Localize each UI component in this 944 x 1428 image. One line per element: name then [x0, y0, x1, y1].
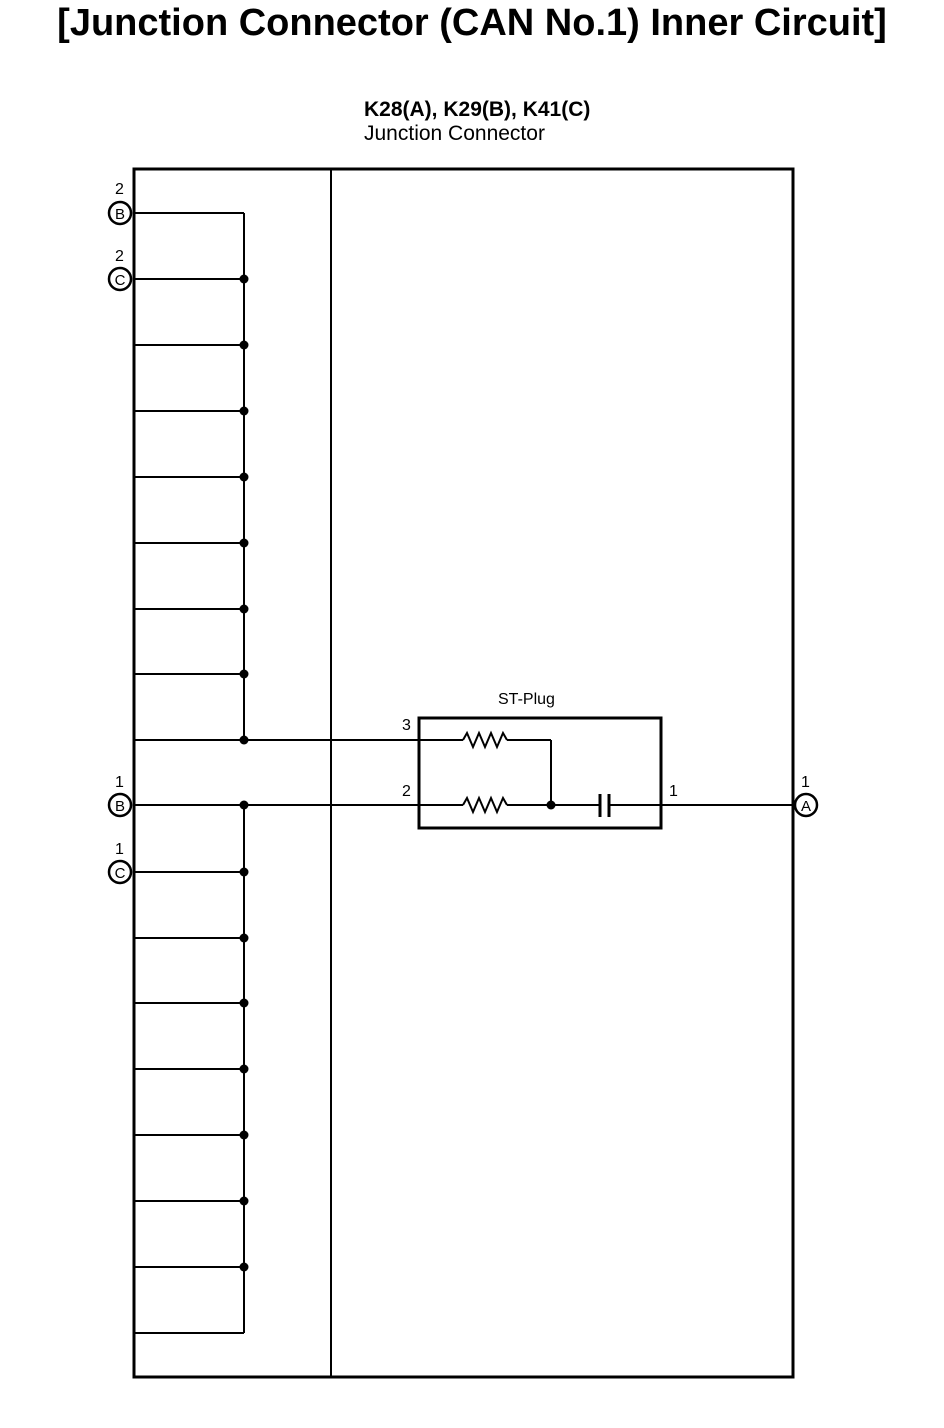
junction-dot	[239, 340, 249, 350]
terminal-c2: 2 C	[107, 248, 133, 292]
page-title: [Junction Connector (CAN No.1) Inner Cir…	[57, 2, 887, 44]
junction-dot	[239, 406, 249, 416]
junction-dot	[239, 1064, 249, 1074]
junction-dot	[239, 1262, 249, 1272]
connector-outline	[132, 167, 795, 1379]
plug-pin-3-label: 3	[402, 717, 411, 734]
lower-bus-branches	[134, 871, 244, 1334]
junction-dot	[239, 933, 249, 943]
terminal-letter: C	[115, 272, 126, 289]
upper-bus-branches	[134, 212, 244, 741]
terminal-pin-label: 1	[115, 774, 124, 791]
plug-pin-1-label: 1	[669, 783, 678, 800]
st-plug-box	[417, 716, 663, 830]
junction-dot	[239, 538, 249, 548]
junction-dot	[239, 867, 249, 877]
resistor-upper	[462, 730, 508, 750]
upper-bus-junctions	[239, 274, 249, 745]
terminal-a1: 1 A	[793, 774, 819, 818]
junction-dot	[239, 998, 249, 1008]
terminal-letter: C	[115, 865, 126, 882]
junction-dot	[239, 669, 249, 679]
junction-dot	[239, 274, 249, 284]
terminal-pin-label: 2	[115, 181, 124, 198]
terminal-letter: A	[801, 798, 811, 815]
junction-dot	[239, 472, 249, 482]
st-plug-label: ST-Plug	[498, 691, 555, 708]
lower-bus-junctions	[239, 800, 249, 1272]
terminal-circle	[107, 266, 133, 292]
terminal-b2: 2 B	[107, 181, 133, 226]
resistor-lower	[462, 795, 508, 815]
terminal-c1: 1 C	[107, 841, 133, 885]
terminal-pin-label: 1	[115, 841, 124, 858]
terminal-circle	[107, 792, 133, 818]
connector-name: Junction Connector	[364, 122, 545, 145]
junction-dot	[239, 1196, 249, 1206]
connector-ids: K28(A), K29(B), K41(C)	[364, 98, 590, 121]
terminal-letter: B	[115, 798, 125, 815]
terminal-circle	[107, 859, 133, 885]
terminal-pin-label: 1	[801, 774, 810, 791]
terminal-circle	[793, 792, 819, 818]
plug-pin-2-label: 2	[402, 783, 411, 800]
junction-dot	[546, 800, 556, 810]
terminal-circle	[107, 200, 133, 226]
terminal-letter: B	[115, 206, 125, 223]
junction-dot	[239, 1130, 249, 1140]
terminal-b1: 1 B	[107, 774, 133, 818]
terminal-pin-label: 2	[115, 248, 124, 265]
junction-dot	[239, 604, 249, 614]
